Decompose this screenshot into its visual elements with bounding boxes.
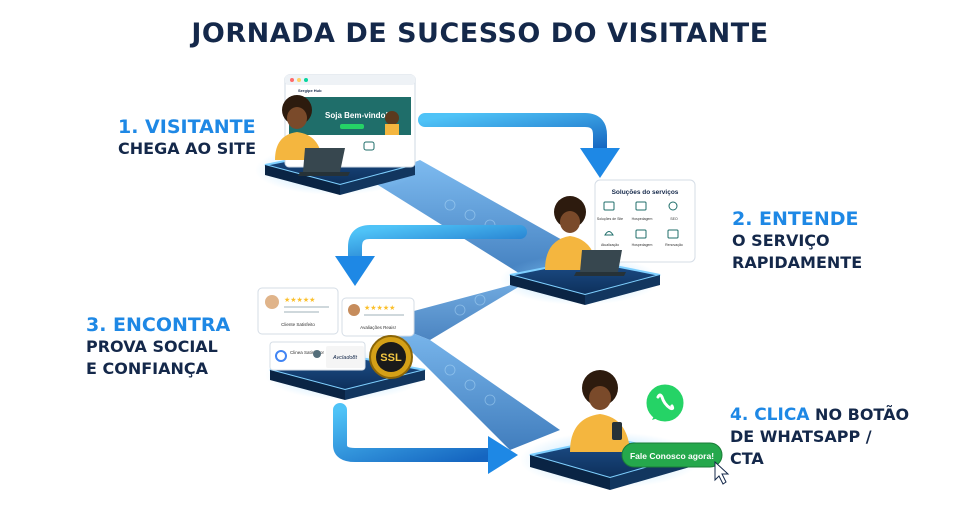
step-1-highlight: 1. VISITANTE	[118, 116, 256, 138]
badge-2-text: Avclado8t	[332, 355, 358, 361]
arrow-1-to-2	[418, 113, 620, 178]
step-3-label: 3. ENCONTRA PROVA SOCIAL E CONFIANÇA	[86, 314, 230, 380]
step-1-text: CHEGA AO SITE	[118, 139, 257, 158]
step-4-text-line3: CTA	[730, 449, 764, 468]
step-4-label: 4. CLICA NO BOTÃO DE WHATSAPP / CTA	[730, 404, 909, 470]
badge-1-text: Clinea Satisfeitor	[290, 350, 325, 355]
website-brand: Sergipe Hub	[298, 88, 322, 93]
page-title: JORNADA DE SUCESSO DO VISITANTE	[191, 18, 769, 49]
cta-button[interactable]: Fale Conosco agora!	[621, 442, 723, 468]
zigzag-path	[370, 160, 580, 450]
website-hero-text: Soja Bem-vindo!	[325, 111, 388, 120]
review-2-text: Avaliações Reais!	[360, 325, 396, 330]
review-stars: ★★★★★	[364, 304, 395, 312]
service-item: Hospedagem	[632, 217, 653, 221]
cursor-icon	[714, 460, 730, 485]
person-2	[545, 196, 626, 276]
step-3-highlight: 3. ENCONTRA	[86, 314, 231, 336]
services-title: Soluções do serviços	[612, 189, 679, 196]
step-3-text-line1: PROVA SOCIAL	[86, 337, 218, 356]
service-item: Renovação	[665, 243, 683, 247]
step-4-highlight: 4. CLICA	[730, 405, 810, 425]
service-item: Atualização	[601, 243, 619, 247]
step-2-text-line2: RAPIDAMENTE	[732, 253, 863, 272]
review-card-2: ★★★★★ Avaliações Reais!	[341, 297, 415, 337]
step-3-text-line2: E CONFIANÇA	[86, 359, 209, 378]
step-2-highlight: 2. ENTENDE	[732, 208, 859, 230]
step-4-text-inline: NO BOTÃO	[809, 405, 910, 424]
step-2-label: 2. ENTENDE O SERVIÇO RAPIDAMENTE	[732, 208, 862, 274]
website-mockup: Soja Bem-vindo! Sergipe Hub	[284, 74, 416, 168]
step-4-text-line2: DE WHATSAPP /	[730, 427, 872, 446]
services-card: Soluções do serviços Soluções de Site Ho…	[594, 179, 696, 263]
person-1	[275, 95, 350, 176]
arrow-3-to-4	[333, 403, 518, 474]
platform-4	[520, 432, 700, 490]
ssl-seal: SSL	[369, 335, 413, 379]
ssl-seal-text: SSL	[380, 352, 402, 364]
cta-button-label: Fale Conosco agora!	[630, 451, 714, 461]
service-item: SEO	[670, 217, 678, 221]
step-2-text-line1: O SERVIÇO	[732, 231, 830, 250]
service-item: Soluções de Site	[597, 217, 623, 221]
review-card-1: ★★★★★ Cliente Satisfeito	[257, 287, 339, 335]
whatsapp-icon	[643, 381, 687, 425]
arrow-2-to-3	[335, 225, 527, 286]
trust-badges: Clinea Satisfeitor Avclado8t	[269, 341, 366, 371]
person-4	[570, 370, 630, 452]
review-1-text: Cliente Satisfeito	[281, 322, 315, 327]
review-stars: ★★★★★	[284, 296, 315, 304]
step-1-label: 1. VISITANTE CHEGA AO SITE	[118, 116, 256, 160]
service-item: Hospedagem	[632, 243, 653, 247]
